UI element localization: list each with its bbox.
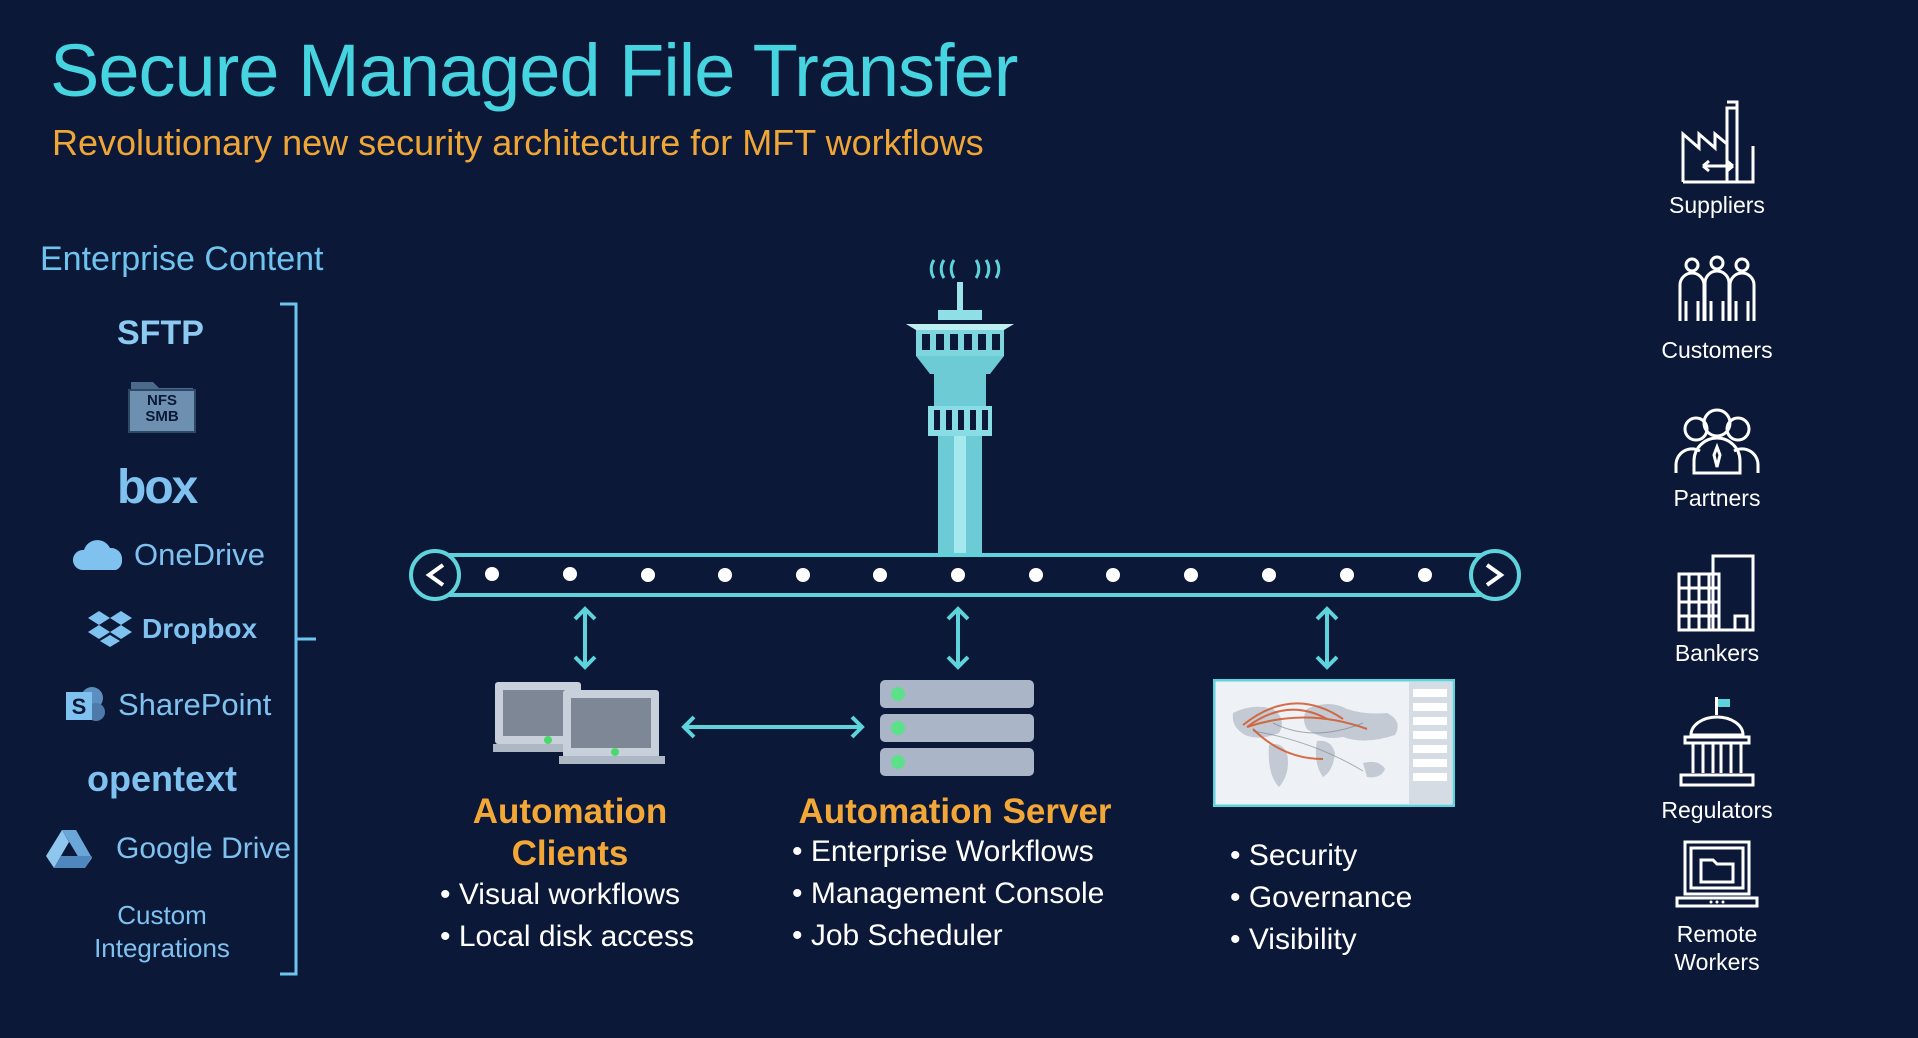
opentext-label: opentext <box>87 758 238 799</box>
nfs-smb-folder-icon: NFS SMB <box>125 376 199 434</box>
stakeholder-label: Bankers <box>1674 640 1760 666</box>
smb-label: SMB <box>145 408 179 425</box>
stakeholder-label: Suppliers <box>1669 192 1765 218</box>
dropbox-source: Dropbox <box>88 609 257 649</box>
dashboard-bullet: Governance <box>1230 877 1412 919</box>
government-building-icon <box>1679 697 1755 787</box>
stakeholder-suppliers: Suppliers <box>1637 98 1797 219</box>
custom-line: Custom <box>117 900 207 930</box>
laptop-folder-icon <box>1675 840 1759 908</box>
dropbox-label: Dropbox <box>142 613 258 644</box>
onedrive-source: OneDrive <box>72 537 265 573</box>
enterprise-bracket <box>280 302 316 976</box>
stakeholder-customers: Customers <box>1637 255 1797 364</box>
automation-clients-title: Automation Clients <box>440 792 700 874</box>
dashboard-bullet: Security <box>1230 835 1412 877</box>
control-tower-icon <box>906 259 1014 560</box>
clients-title-line1: Automation <box>472 792 668 831</box>
automation-server-title: Automation Server <box>798 792 1112 831</box>
server-bullets: Enterprise Workflows Management Console … <box>792 831 1105 957</box>
factory-icon <box>1681 100 1755 184</box>
server-bus-arrow <box>946 606 970 670</box>
sftp-label: SFTP <box>117 314 204 352</box>
dashboard-bullet: Visibility <box>1230 919 1412 961</box>
remote-workers-label: Remote Workers <box>1637 920 1797 976</box>
dropbox-icon <box>88 611 132 647</box>
automation-server-icon <box>880 680 1034 776</box>
onedrive-cloud-icon <box>72 540 123 570</box>
dashboard-bus-arrow <box>1315 606 1339 670</box>
server-bullet: Management Console <box>792 873 1105 915</box>
clients-bullets: Visual workflows Local disk access <box>440 874 694 958</box>
bank-building-icon <box>1677 554 1755 632</box>
custom-integrations-label: Custom Integrations <box>62 899 262 965</box>
stakeholder-bankers: Bankers <box>1637 552 1797 667</box>
bus-right-arrow-icon <box>1469 549 1521 601</box>
stakeholder-label: Customers <box>1661 337 1773 363</box>
customers-icon <box>1678 255 1756 321</box>
stakeholder-label-line: Remote <box>1676 921 1758 947</box>
server-bullet: Enterprise Workflows <box>792 831 1104 873</box>
googledrive-label: Google Drive <box>116 832 292 865</box>
server-bullet: Job Scheduler <box>792 915 1104 957</box>
clients-bullet: Visual workflows <box>440 874 694 916</box>
automation-clients-icon <box>493 682 665 764</box>
partners-icon <box>1674 408 1760 475</box>
clients-bullet: Local disk access <box>440 916 694 958</box>
onedrive-label: OneDrive <box>134 537 265 572</box>
svg-text:S: S <box>72 694 87 719</box>
message-bus <box>409 549 1521 601</box>
googledrive-source: Google Drive <box>46 828 291 870</box>
stakeholder-label: Regulators <box>1661 797 1773 823</box>
sharepoint-icon: S <box>66 687 105 721</box>
stakeholder-remote-workers: Remote Workers <box>1637 840 1797 976</box>
box-logo-text: box <box>117 461 198 514</box>
dashboard-bullets: Security Governance Visibility <box>1230 835 1412 961</box>
clients-server-arrow <box>681 715 865 739</box>
stakeholder-label: Partners <box>1673 485 1761 511</box>
nfs-label: NFS <box>147 392 177 409</box>
stakeholder-label-line: Workers <box>1674 949 1760 975</box>
bus-left-arrow-icon <box>409 549 461 601</box>
stakeholder-partners: Partners <box>1637 403 1797 512</box>
clients-title-line2: Clients <box>511 834 629 873</box>
stakeholder-regulators: Regulators <box>1637 697 1797 824</box>
google-drive-icon <box>46 830 92 868</box>
page-subtitle: Revolutionary new security architecture … <box>52 122 984 163</box>
sharepoint-label: SharePoint <box>118 687 272 722</box>
sharepoint-source: S SharePoint <box>64 684 271 726</box>
integrations-line: Integrations <box>94 933 230 963</box>
enterprise-content-heading: Enterprise Content <box>40 240 324 278</box>
page-title: Secure Managed File Transfer <box>50 29 1018 112</box>
clients-bus-arrow <box>573 606 597 670</box>
dashboard-map-thumbnail <box>1213 679 1455 807</box>
